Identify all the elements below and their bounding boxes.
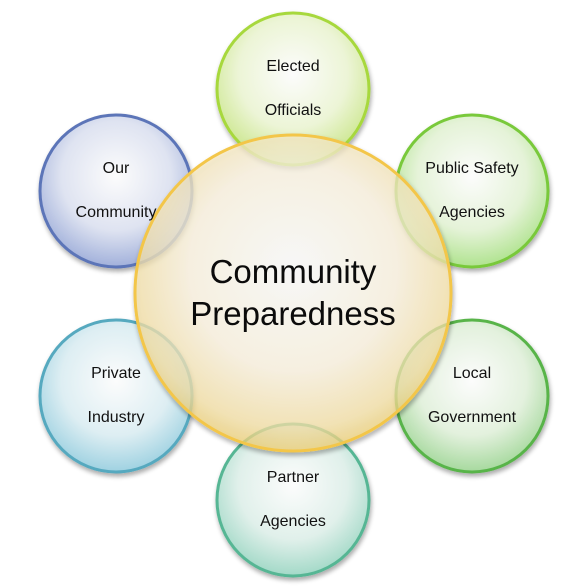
center-label-line1: Community (209, 253, 377, 290)
node-label-line2: Officials (264, 102, 322, 119)
node-label-public-safety-agencies: Public Safety Agencies (397, 136, 547, 246)
node-label-line2: Agencies (260, 513, 326, 530)
node-label-line2: Agencies (439, 204, 505, 221)
node-label-elected-officials: Elected Officials (218, 34, 368, 144)
center-label: Community Preparedness (163, 251, 423, 335)
center-circle (133, 133, 453, 453)
node-label-line1: Partner (266, 469, 320, 486)
node-label-line2: Industry (87, 409, 145, 426)
node-label-line2: Government (427, 409, 517, 426)
node-label-line2: Community (75, 204, 157, 221)
node-label-line1: Private (91, 365, 141, 382)
node-label-local-government: Local Government (397, 341, 547, 451)
node-label-line1: Elected (266, 58, 320, 75)
node-label-partner-agencies: Partner Agencies (218, 445, 368, 555)
node-label-our-community: Our Community (41, 136, 191, 246)
center-label-line2: Preparedness (190, 295, 396, 332)
node-label-private-industry: Private Industry (41, 341, 191, 451)
node-label-line1: Our (102, 160, 130, 177)
node-label-line1: Local (452, 365, 492, 382)
node-label-line1: Public Safety (425, 160, 519, 177)
